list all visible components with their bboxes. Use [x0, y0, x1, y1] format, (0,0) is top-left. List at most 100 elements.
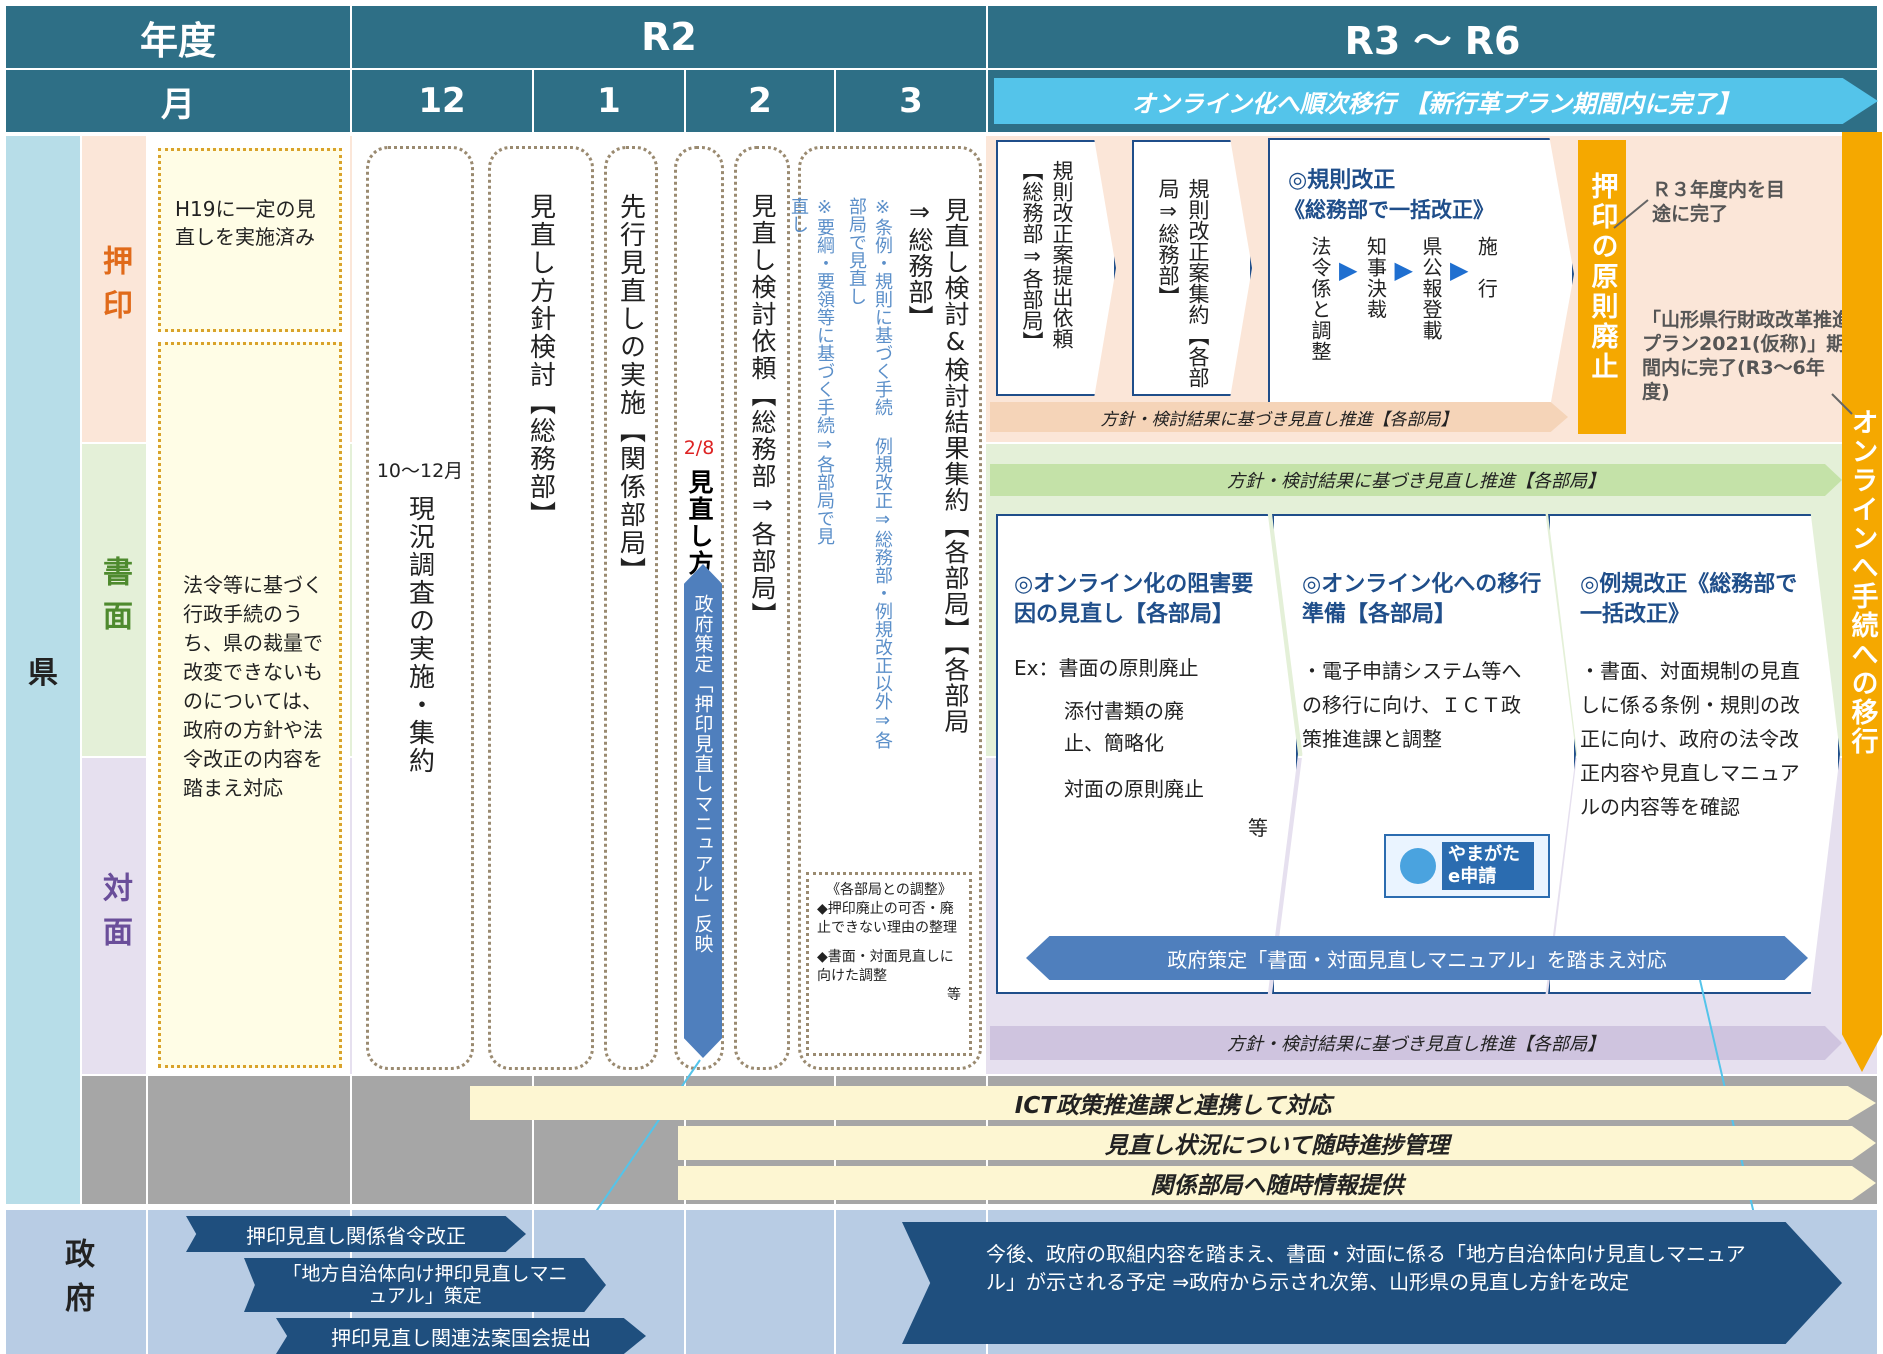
- r2-header: R2: [352, 6, 986, 68]
- rule-draft-request-box: 規則改正案提出依頼【総務部⇒各部局】: [996, 140, 1116, 396]
- shomen-note-text: 法令等に基づく行政手続のうち、県の裁量で改変できないものについては、政府の方針や…: [183, 573, 323, 800]
- rule-step-3: 県公報登載: [1418, 236, 1443, 341]
- triangle-arrow-icon: ▶: [1394, 256, 1413, 284]
- online-barrier-line-4: 等: [1248, 816, 1268, 840]
- triangle-arrow-icon: ▶: [1449, 256, 1469, 284]
- rule-step-2: 知事決裁: [1363, 236, 1388, 320]
- manual-reflect-text: 政府策定「押印見直しマニュアル」反映: [691, 594, 714, 954]
- gov-bill-text: 押印見直し関連法案国会提出: [331, 1325, 591, 1350]
- online-prep-title: ◎オンライン化への移行準備【各部局】: [1302, 572, 1542, 627]
- abolish-text: 押印の原則廃止: [1586, 172, 1618, 382]
- ken-label: 県: [28, 656, 58, 691]
- oin-note-text: H19に一定の見直しを実施済み: [175, 197, 316, 249]
- year-header: 年度: [6, 6, 350, 68]
- gov-bill-arrow: 押印見直し関連法案国会提出: [276, 1318, 646, 1354]
- manual-banner: 政府策定「書面・対面見直しマニュアル」を踏まえ対応: [1026, 936, 1808, 980]
- r3r6-header: R3 ～ R6: [988, 6, 1877, 68]
- oin-label: 押印: [97, 245, 132, 333]
- online-vertical-arrow: オンラインへ手続への移行: [1842, 132, 1882, 1072]
- online-barrier-title: ◎オンライン化の阻害要因の見直し【各部局】: [1014, 572, 1254, 627]
- gov-manual-arrow: 「地方自治体向け押印見直しマニュアル」策定: [244, 1258, 606, 1312]
- mascot-icon: [1400, 848, 1436, 884]
- gov-future-arrow: 今後、政府の取組内容を踏まえ、書面・対面に係る「地方自治体向け見直しマニュアル」…: [902, 1222, 1842, 1344]
- online-prep-box: ◎オンライン化への移行準備【各部局】 ・電子申請システム等への移行に向け、ＩＣＴ…: [1272, 514, 1576, 994]
- online-banner-text: オンライン化へ順次移行 【新行革プラン期間内に完了】: [1131, 89, 1741, 118]
- month-3: 3: [836, 70, 986, 132]
- info-banner-text: 関係部局へ随時情報提供: [1150, 1173, 1404, 1199]
- rule-steps: 法令係と調整 ▶ 知事決裁 ▶ 県公報登載 ▶ 施 行: [1284, 236, 1558, 362]
- month-12-label: 12: [418, 81, 466, 121]
- rule-revision-box: ◎規則改正 《総務部で一括改正》 法令係と調整 ▶ 知事決裁 ▶ 県公報登載 ▶…: [1268, 138, 1574, 410]
- rule-draft-collect-text: 規則改正案集約【各部局⇒総務部】: [1156, 178, 1210, 388]
- month-12: 12: [352, 70, 532, 132]
- taimen-label-cell: 対面: [82, 758, 146, 1074]
- review-note-2: ※要綱・要領等に基づく手続⇒各部局で見直し: [788, 197, 835, 545]
- triangle-arrow-icon: ▶: [1339, 256, 1358, 284]
- completion-note-r3: Ｒ３年度内を目途に完了: [1652, 178, 1802, 226]
- month-label: 月: [161, 84, 195, 125]
- rule-step-1: 法令係と調整: [1308, 236, 1332, 362]
- connector-line: [1613, 199, 1649, 229]
- gov-manual-text: 「地方自治体向け押印見直しマニュアル」策定: [282, 1263, 568, 1307]
- online-barrier-line-1: Ex：書面の原則廃止: [1014, 656, 1199, 680]
- regulation-revision-title: ◎例規改正《総務部で一括改正》: [1580, 572, 1798, 627]
- logo-text: やまがた e申請: [1442, 842, 1534, 890]
- completion-note-plan-text: 「山形県行財政改革推進プラン2021(仮称)」期間内に完了(R3～6年度): [1642, 309, 1852, 403]
- regulation-revision-box: ◎例規改正《総務部で一括改正》 ・書面、対面規制の見直しに係る条例・規則の改正に…: [1548, 514, 1840, 994]
- completion-note-r3-text: Ｒ３年度内を目途に完了: [1652, 179, 1786, 225]
- gov-label-cell: 政府: [6, 1210, 146, 1354]
- gridline: [350, 1076, 352, 1204]
- online-transition-banner: オンライン化へ順次移行 【新行革プラン期間内に完了】: [994, 78, 1878, 124]
- ict-banner-text: ICT政策推進課と連携して対応: [1014, 1093, 1332, 1119]
- advance-review-card: 先行見直しの実施【関係部局】: [604, 146, 658, 1070]
- review-request-text: 見直し検討依頼【総務部⇒各部局】: [748, 193, 777, 629]
- progress-banner: 見直し状況について随時進捗管理: [678, 1126, 1876, 1160]
- regulation-revision-line-1: ・書面、対面規制の見直しに係る条例・規則の改正に向け、政府の法令改正内容や見直し…: [1580, 659, 1800, 819]
- oin-promote-arrow: 方針・検討結果に基づき見直し推進【各部局】: [990, 402, 1568, 432]
- taimen-promote-arrow: 方針・検討結果に基づき見直し推進【各部局】: [990, 1026, 1842, 1060]
- month-1-label: 1: [597, 81, 621, 121]
- rule-step-4: 施 行: [1474, 236, 1499, 299]
- advance-review-text: 先行見直しの実施【関係部局】: [615, 193, 646, 585]
- online-barrier-box: ◎オンライン化の阻害要因の見直し【各部局】 Ex：書面の原則廃止 添付書類の廃止…: [996, 514, 1298, 994]
- yamagata-e-shinsei-logo: やまがた e申請: [1384, 834, 1550, 898]
- shomen-promote-arrow: 方針・検討結果に基づき見直し推進【各部局】: [990, 464, 1842, 496]
- gov-future-text: 今後、政府の取組内容を踏まえ、書面・対面に係る「地方自治体向け見直しマニュアル」…: [986, 1242, 1746, 1294]
- coordination-item-2: ◆書面・対面見直しに向けた調整: [817, 949, 954, 984]
- year-label: 年度: [139, 18, 216, 63]
- online-barrier-line-3: 対面の原則廃止: [1064, 777, 1204, 801]
- progress-banner-text: 見直し状況について随時進捗管理: [1104, 1133, 1450, 1159]
- online-vertical-text: オンラインへ手続への移行: [1846, 408, 1878, 756]
- coordination-title: 《各部局との調整》: [826, 882, 952, 898]
- gov-ordinance-arrow: 押印見直し関係省令改正: [186, 1216, 526, 1252]
- abolish-bar: 押印の原則廃止: [1578, 140, 1626, 434]
- rule-revision-title: ◎規則改正: [1288, 168, 1396, 193]
- gridline: [684, 1210, 686, 1354]
- online-barrier-line-2: 添付書類の廃止、簡略化: [1064, 699, 1184, 755]
- month-2-label: 2: [748, 81, 772, 121]
- shomen-label: 書面: [97, 556, 132, 644]
- shomen-note-box: 法令等に基づく行政手続のうち、県の裁量で改変できないものについては、政府の方針や…: [158, 342, 342, 1068]
- rule-revision-sub: 《総務部で一括改正》: [1284, 198, 1494, 222]
- shomen-label-cell: 書面: [82, 444, 146, 756]
- policy-study-text: 見直し方針検討【総務部】: [525, 193, 556, 529]
- taimen-label: 対面: [97, 872, 132, 960]
- coordination-note-box: 《各部局との調整》 ◆押印廃止の可否・廃止できない理由の整理 ◆書面・対面見直し…: [806, 872, 972, 1056]
- rule-draft-request-text: 規則改正案提出依頼【総務部⇒各部局】: [1020, 160, 1074, 352]
- review-request-card: 見直し検討依頼【総務部⇒各部局】: [734, 146, 790, 1070]
- shomen-promote-text: 方針・検討結果に基づき見直し推進【各部局】: [1227, 471, 1605, 492]
- coordination-item-1: ◆押印廃止の可否・廃止できない理由の整理: [817, 901, 957, 936]
- gray-label-cell: [82, 1076, 146, 1204]
- gridline: [532, 1076, 534, 1204]
- taimen-promote-text: 方針・検討結果に基づき見直し推進【各部局】: [1227, 1034, 1605, 1055]
- manual-reflect-arrow: 政府策定「押印見直しマニュアル」反映: [684, 564, 722, 1058]
- completion-note-plan: 「山形県行財政改革推進プラン2021(仮称)」期間内に完了(R3～6年度): [1642, 308, 1852, 404]
- month-1: 1: [534, 70, 684, 132]
- review-collect-text: 見直し検討&検討結果集約【各部局】【各部局⇒総務部】: [905, 197, 970, 735]
- survey-period: 10～12月: [376, 459, 464, 482]
- online-prep-line-1: ・電子申請システム等への移行に向け、ＩＣＴ政策推進課と調整: [1302, 659, 1522, 751]
- connector-line: [1831, 393, 1853, 415]
- manual-banner-text: 政府策定「書面・対面見直しマニュアル」を踏まえ対応: [1167, 947, 1667, 972]
- info-banner: 関係部局へ随時情報提供: [678, 1166, 1876, 1200]
- r2-label: R2: [641, 15, 697, 59]
